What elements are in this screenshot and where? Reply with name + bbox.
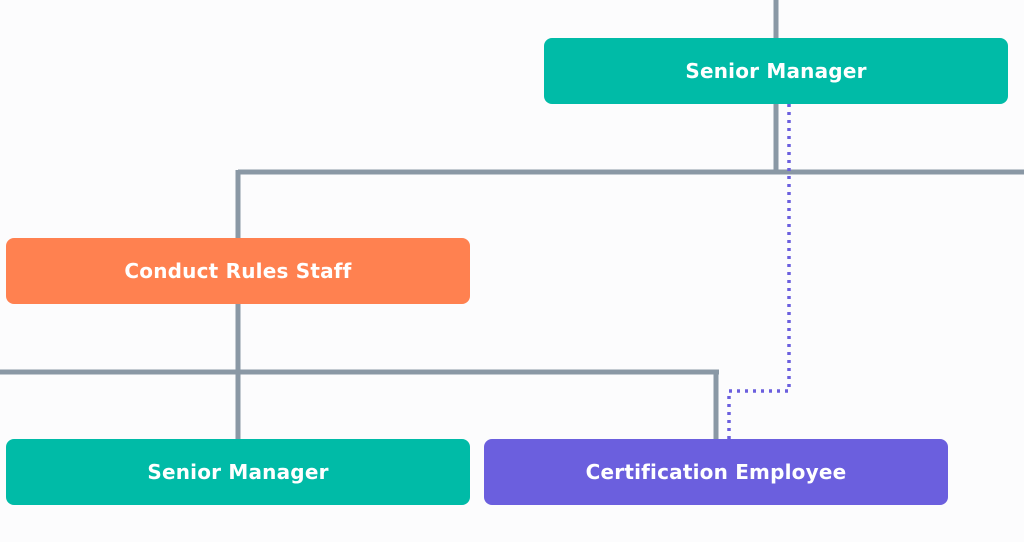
node-label: Certification Employee: [585, 460, 847, 484]
node-senior-manager-bottom: Senior Manager: [6, 439, 470, 505]
node-certification-employee: Certification Employee: [484, 439, 948, 505]
node-label: Senior Manager: [147, 460, 329, 484]
dotted-connector-top-to-cert: [727, 104, 791, 439]
node-senior-manager-top: Senior Manager: [544, 38, 1008, 104]
node-label: Senior Manager: [685, 59, 867, 83]
node-conduct-rules-staff: Conduct Rules Staff: [6, 238, 470, 304]
node-label: Conduct Rules Staff: [124, 259, 352, 283]
